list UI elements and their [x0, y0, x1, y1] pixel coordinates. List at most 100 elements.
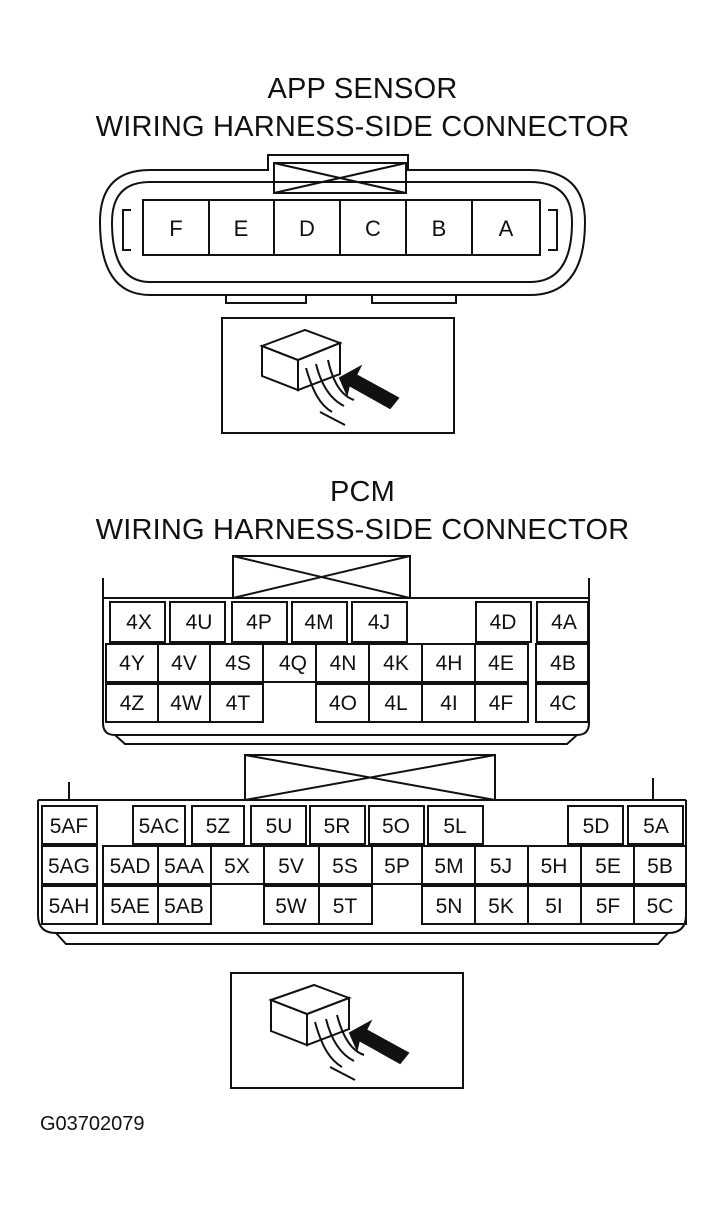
app-connector-latch — [273, 162, 407, 194]
harness-wires-icon — [314, 1014, 365, 1081]
pcm-pin-label: 4F — [489, 692, 514, 715]
pcm-pin-label: 5N — [436, 895, 463, 918]
pcm-pin-label: 4A — [551, 611, 577, 634]
pcm-pin-label: 4P — [246, 611, 272, 634]
pcm-pin-label: 5AB — [164, 895, 204, 918]
pcm-pin-label: 5X — [224, 855, 250, 878]
pcm-pin-label: 5AD — [110, 855, 151, 878]
app-connector-bottom-tab — [225, 295, 307, 304]
pcm-pin-label: 4U — [186, 611, 213, 634]
pcm-pin-label: 5AH — [49, 895, 90, 918]
pcm-pin-label: 4I — [440, 692, 458, 715]
mini-connector-top-icon — [259, 328, 343, 362]
app-connector-latch-cross — [273, 162, 407, 194]
view-direction-inset — [221, 317, 455, 434]
connector-4-cell-grid — [105, 601, 589, 723]
pcm-pin-label: 4W — [170, 692, 202, 715]
pcm-pin-label: 5AC — [139, 815, 180, 838]
app-pin-label: E — [234, 216, 249, 241]
figure-code: G03702079 — [40, 1113, 145, 1135]
app-connector-right-ear — [548, 209, 558, 251]
pcm-pin-label: 5AF — [50, 815, 89, 838]
pcm-pin-label: 4B — [550, 652, 576, 675]
app-connector-outer-shell — [98, 154, 587, 296]
pcm-connector-5 — [37, 754, 687, 945]
app-sensor-title: APP SENSOR WIRING HARNESS-SIDE CONNECTOR — [0, 70, 725, 146]
pcm-pin-label: 4C — [550, 692, 577, 715]
app-pin-label: F — [169, 216, 182, 241]
pcm-pin-label: 4V — [171, 652, 197, 675]
pcm-pin-label: 5I — [545, 895, 563, 918]
pcm-pin-label: 5AA — [164, 855, 204, 878]
app-connector-pin-dividers — [208, 200, 473, 255]
pcm-pin-label: 4H — [436, 652, 463, 675]
pcm-pin-label: 5P — [384, 855, 410, 878]
pcm-pin-label: 4Y — [119, 652, 145, 675]
app-sensor-title-line1: APP SENSOR — [267, 73, 458, 105]
pcm-pin-label: 4D — [490, 611, 517, 634]
pcm-pin-label: 5J — [490, 855, 512, 878]
pcm-pin-label: 4S — [225, 652, 251, 675]
mini-connector-front-icon — [306, 996, 350, 1047]
connector-4-bottom-lip — [114, 734, 578, 745]
connector-5-bottom-lip — [55, 932, 669, 945]
app-connector-inner-shell — [110, 181, 574, 283]
pcm-pin-label: 4M — [304, 611, 333, 634]
pcm-title: PCM WIRING HARNESS-SIDE CONNECTOR — [0, 473, 725, 549]
app-connector-left-ear — [122, 209, 131, 251]
harness-wires-icon — [305, 359, 355, 426]
pcm-pin-label: 5E — [595, 855, 621, 878]
pcm-pin-label: 5F — [596, 895, 621, 918]
pcm-pin-label: 5Z — [206, 815, 231, 838]
pcm-pin-label: 5T — [333, 895, 358, 918]
app-sensor-title-line2: WIRING HARNESS-SIDE CONNECTOR — [95, 111, 630, 143]
pcm-title-line2: WIRING HARNESS-SIDE CONNECTOR — [95, 514, 630, 546]
view-direction-inset — [230, 972, 464, 1089]
view-arrow-icon — [338, 364, 400, 410]
pcm-pin-label: 4Q — [279, 652, 307, 675]
connector-5-latch-cross — [244, 754, 496, 801]
view-arrow-icon — [348, 1019, 410, 1065]
app-pin-label: B — [432, 216, 447, 241]
pcm-pin-label: 5H — [541, 855, 568, 878]
pcm-pin-label: 5L — [443, 815, 466, 838]
pcm-pin-label: 5A — [643, 815, 669, 838]
mini-connector-top-icon — [268, 983, 352, 1016]
pcm-pin-label: 4X — [126, 611, 152, 634]
pcm-pin-label: 5V — [278, 855, 304, 878]
pcm-pin-label: 5S — [332, 855, 358, 878]
pcm-pin-label: 5D — [583, 815, 610, 838]
pcm-pin-label: 4E — [488, 652, 514, 675]
app-pin-label: C — [365, 216, 381, 241]
pcm-pin-label: 5B — [647, 855, 673, 878]
pcm-pin-label: 5R — [324, 815, 351, 838]
pcm-pin-label: 4L — [384, 692, 407, 715]
pcm-pin-label: 4N — [330, 652, 357, 675]
pcm-pin-label: 5AE — [110, 895, 150, 918]
pcm-pin-label: 4O — [329, 692, 357, 715]
pcm-connector-4 — [102, 555, 590, 745]
pcm-pin-label: 5C — [647, 895, 674, 918]
app-pin-label: D — [299, 216, 315, 241]
pcm-pin-label: 5K — [488, 895, 514, 918]
pcm-pin-label: 4Z — [120, 692, 145, 715]
connector-4-shell — [102, 578, 590, 736]
pcm-pin-label: 4K — [383, 652, 409, 675]
app-connector-cavity-frame — [142, 199, 541, 256]
mini-connector-front-icon — [297, 341, 341, 392]
pcm-title-line1: PCM — [329, 476, 396, 508]
app-connector-bottom-tab — [371, 295, 457, 304]
pcm-pin-label: 5W — [275, 895, 307, 918]
mini-connector-side-icon — [270, 998, 308, 1047]
mini-connector-side-icon — [261, 344, 299, 392]
pcm-pin-label: 5M — [434, 855, 463, 878]
connector-4-latch-cross — [232, 555, 411, 599]
pcm-pin-label: 5O — [382, 815, 410, 838]
connector-5-cell-grid — [41, 805, 687, 925]
app-pin-label: A — [499, 216, 514, 241]
pcm-pin-label: 5U — [266, 815, 293, 838]
pcm-pin-label: 4J — [368, 611, 390, 634]
pcm-pin-label: 5AG — [48, 855, 90, 878]
app-sensor-connector — [98, 154, 587, 304]
